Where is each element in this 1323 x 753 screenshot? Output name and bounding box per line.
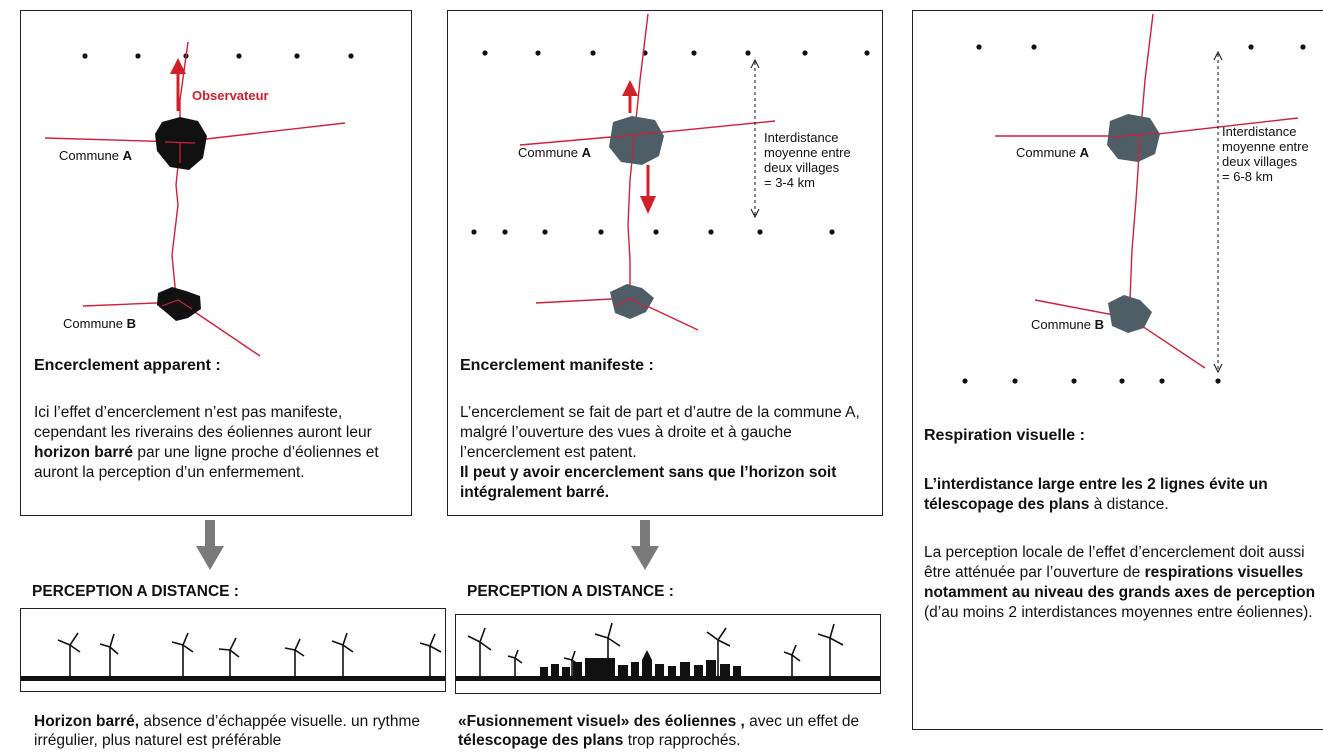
panel-a-text: Ici l’effet d’encerclement n’est pas man… (34, 404, 379, 481)
panel-b-text: L’encerclement se fait de part et d’autr… (460, 404, 860, 501)
panel-c-heading: Respiration visuelle : (924, 427, 1085, 444)
panel-a-caption: Horizon barré, absence d’échappée visuel… (34, 713, 420, 749)
panel-b-commune-b-shape (610, 284, 654, 319)
panel-b-distance-heading: PERCEPTION A DISTANCE : (467, 583, 674, 600)
panel-a-turbines (57, 632, 442, 676)
panel-b-turbine-dots-bottom (471, 229, 835, 235)
panel-b-interdistance-label: Interdistance moyenne entre deux village… (764, 130, 851, 190)
panel-b-heading: Encerclement manifeste : (460, 357, 654, 374)
panel-c-commune-b-label: Commune B (1031, 317, 1104, 332)
panel-b-commune-a-shape (609, 116, 664, 165)
panel-a-commune-a-shape (155, 117, 207, 170)
panel-b-arrow-up (622, 80, 638, 96)
panel-a-turbine-dots (82, 53, 354, 59)
panel-a-heading: Encerclement apparent : (34, 357, 221, 374)
panel-c-interdistance-label: Interdistance moyenne entre deux village… (1222, 124, 1309, 184)
panel-c-turbine-dots-bottom (962, 378, 1221, 384)
panel-b-turbines (467, 622, 844, 676)
panel-a-commune-b-shape (157, 287, 201, 321)
panel-c-commune-a-shape (1107, 114, 1160, 162)
panel-a-distance-heading: PERCEPTION A DISTANCE : (32, 583, 239, 600)
panel-a-box (20, 10, 412, 516)
panel-c-commune-b-shape (1108, 295, 1152, 333)
panel-b-caption: «Fusionnement visuel» des éoliennes , av… (458, 713, 860, 749)
panel-b-arrow-down (640, 196, 656, 214)
panel-c-turbine-dots-top (976, 44, 1306, 50)
panel-a-commune-a-label: Commune A (59, 148, 132, 163)
panel-b-village-skyline (540, 650, 741, 676)
panel-a-observer-label: Observateur (192, 88, 269, 103)
panel-c-text-1: L’interdistance large entre les 2 lignes… (924, 476, 1268, 513)
panel-a-commune-b-label: Commune B (63, 316, 136, 331)
panel-b-commune-a-label: Commune A (518, 145, 591, 160)
panel-c-commune-a-label: Commune A (1016, 145, 1089, 160)
panel-c-text-2: La perception locale de l’effet d’encerc… (924, 544, 1316, 621)
panel-a-observer-arrow (170, 58, 186, 74)
panel-b-box (447, 10, 883, 516)
